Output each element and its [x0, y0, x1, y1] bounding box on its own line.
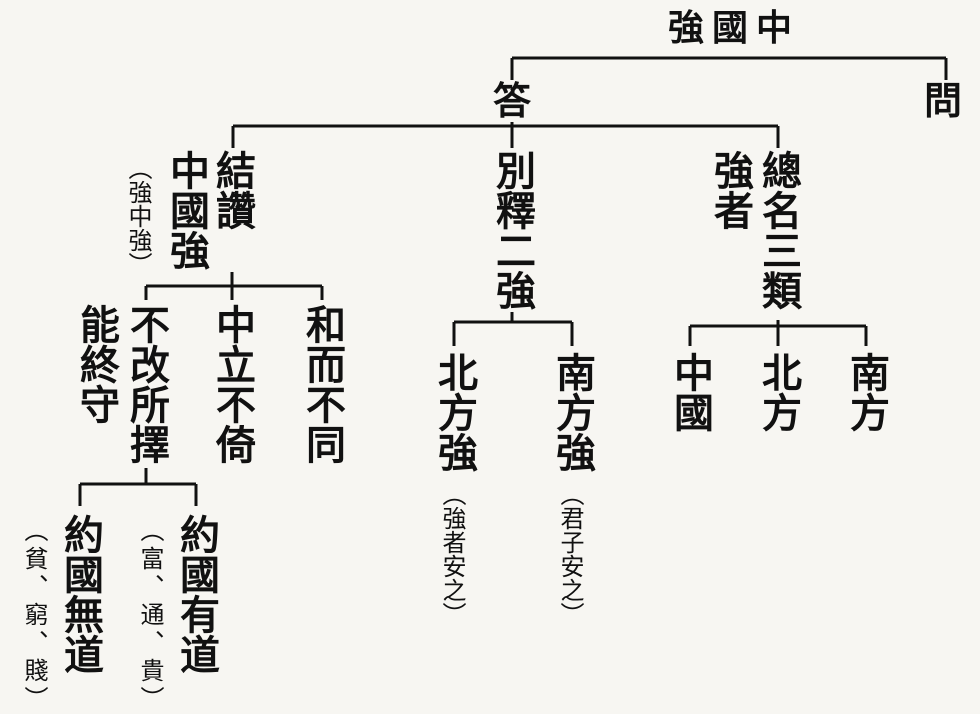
- north-strong-note: （強者安之）: [438, 482, 466, 626]
- root-title: 強國中: [668, 7, 801, 49]
- virtue-zhong-li-bu-yi: 中立不倚: [209, 304, 256, 464]
- virtue-he-er-bu-tong: 和而不同: [299, 304, 346, 464]
- question-label: 問: [924, 78, 963, 123]
- virtue-neng-zhong-shou: 能終守: [73, 304, 120, 424]
- connector-general: [688, 320, 868, 346]
- wu-dao-note: （貧、窮、賤）: [20, 518, 48, 714]
- you-dao-note: （富、通、貴）: [136, 518, 164, 714]
- conclusion-note: （強中強）: [124, 156, 152, 276]
- general-label-2: 強者: [707, 150, 754, 230]
- south-strong-note: （君子安之）: [556, 482, 584, 626]
- connector-separate: [452, 312, 574, 346]
- connector-bugai: [78, 468, 198, 506]
- type-nanfang: 南方: [843, 352, 890, 432]
- separate-label: 別釋二強: [489, 150, 536, 310]
- connector-answer: [231, 122, 780, 148]
- you-dao-label: 約國有道: [173, 514, 220, 674]
- connector-conclusion: [144, 272, 324, 300]
- conclusion-label: 結讚: [209, 150, 256, 230]
- general-label: 總名三類: [755, 150, 802, 310]
- south-strong-label: 南方強: [549, 352, 596, 472]
- conclusion-label-2: 中國強: [163, 150, 210, 270]
- connector-root: [510, 56, 948, 80]
- north-strong-label: 北方強: [431, 352, 478, 472]
- type-zhongguo: 中國: [667, 352, 714, 432]
- answer-label: 答: [493, 78, 532, 123]
- type-beifang: 北方: [755, 352, 802, 432]
- wu-dao-label: 約國無道: [57, 514, 104, 674]
- virtue-bu-gai-suo-ze: 不改所擇: [123, 304, 170, 464]
